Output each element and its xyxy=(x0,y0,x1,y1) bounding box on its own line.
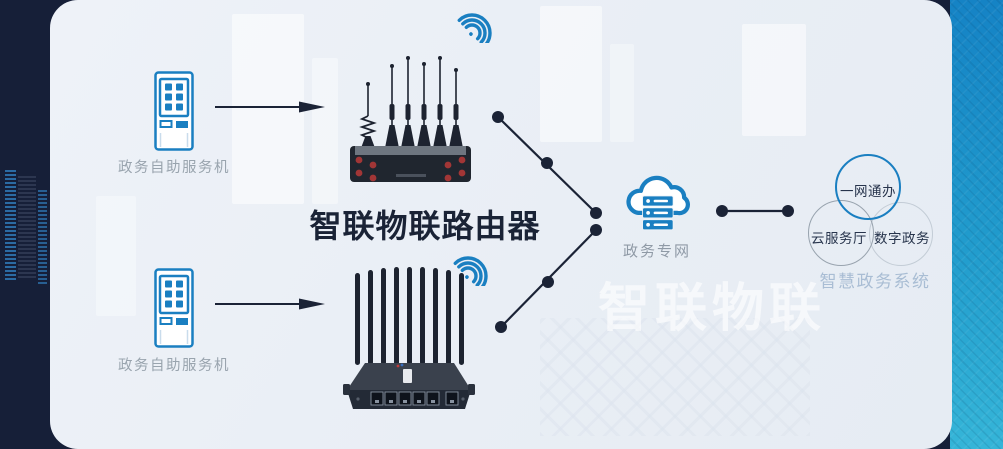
kiosk-top-label: 政务自助服务机 xyxy=(118,160,230,176)
system-caption: 智慧政务系统 xyxy=(819,272,931,291)
wifi-icon xyxy=(453,256,488,286)
building-silhouette xyxy=(232,14,304,204)
pixel-building-decor xyxy=(18,176,36,278)
speckle-pattern xyxy=(950,0,1003,449)
router-industrial-icon xyxy=(343,267,475,409)
venn-circle-one-net xyxy=(835,154,901,220)
kiosk-icon xyxy=(154,268,194,348)
building-silhouette xyxy=(610,44,634,142)
building-silhouette xyxy=(540,6,602,142)
router-5g-icon xyxy=(350,56,471,182)
venn-label-one-net: 一网通办 xyxy=(840,184,896,199)
building-silhouette xyxy=(312,58,338,204)
building-silhouette xyxy=(742,24,806,136)
cloud-server-icon xyxy=(626,175,690,231)
wifi-icon xyxy=(457,13,492,43)
pixel-building-decor xyxy=(38,188,47,284)
venn-label-cloud-hall: 云服务厅 xyxy=(811,231,867,246)
right-gradient-band xyxy=(950,0,1003,449)
pixel-building-decor xyxy=(5,168,16,280)
kiosk-bottom-label: 政务自助服务机 xyxy=(118,358,230,374)
arrow-right-icon xyxy=(215,298,325,310)
isometric-grid-decor xyxy=(540,318,810,436)
background-watermark: 智联物联 xyxy=(598,280,827,338)
cloud-label: 政务专网 xyxy=(622,243,691,260)
building-silhouette xyxy=(96,196,136,316)
main-panel: 智联物联 xyxy=(50,0,952,449)
arrow-right-icon xyxy=(215,101,325,113)
venn-label-digital-gov: 数字政务 xyxy=(874,231,930,246)
router-title: 智联物联路由器 xyxy=(309,208,541,244)
kiosk-icon xyxy=(154,71,194,151)
